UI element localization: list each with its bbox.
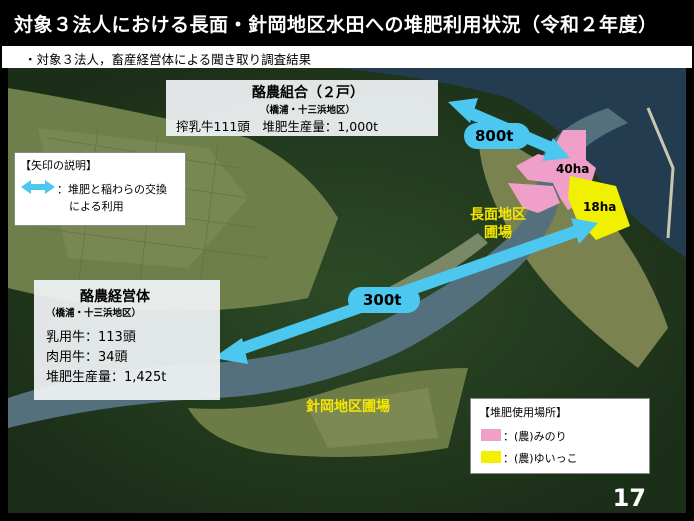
page-subtitle: ・対象３法人，畜産経営体による聞き取り調査結果 [24,52,312,67]
farm-compost: 堆肥生産量：1,425t [46,370,167,385]
cooperative-name: 酪農組合（２戸） [252,85,364,101]
yuikko-area-label: 18ha [583,200,617,214]
title-bar: 対象３法人における長面・針岡地区水田への堆肥利用状況（令和２年度） [2,2,692,46]
farm-beef-cattle: 肉用牛：34頭 [46,350,128,365]
use-legend-title: 【堆肥使用場所】 [479,406,567,419]
arrow-legend-title: 【矢印の説明】 [20,159,97,172]
flow-label-800t: 800t [475,127,514,145]
nagatsura-label: 長面地区 [470,207,526,223]
arrow-legend: 【矢印の説明】 ：堆肥と稲わらの交換 による利用 [14,152,186,226]
yuikko-swatch [481,451,501,463]
compost-use-legend: 【堆肥使用場所】 ：(農)みのり ：(農)ゆいっこ [470,398,650,474]
farm-dairy-cattle: 乳用牛：113頭 [46,330,136,345]
farm-name: 酪農経営体 [80,289,150,305]
minori-swatch [481,429,501,441]
page-title: 対象３法人における長面・針岡地区水田への堆肥利用状況（令和２年度） [14,14,658,36]
cooperative-detail: 搾乳牛111頭 堆肥生産量：1,000t [176,119,379,134]
farm-area: （橋浦・十三浜地区） [46,308,142,319]
use-legend-minori: ：(農)みのり [503,430,567,443]
flow-label-300t: 300t [363,291,402,309]
cooperative-area: （橋浦・十三浜地区） [260,105,356,116]
page-number: 17 [612,484,646,512]
arrow-legend-line1: ：堆肥と稲わらの交換 [57,183,167,196]
use-legend-yuikko: ：(農)ゆいっこ [503,452,578,465]
double-arrow-icon [21,180,55,194]
arrow-legend-line2: による利用 [69,200,124,213]
minori-area-label: 40ha [556,162,590,176]
cooperative-info-box: 酪農組合（２戸） （橋浦・十三浜地区） 搾乳牛111頭 堆肥生産量：1,000t [166,80,438,136]
farm-info-box: 酪農経営体 （橋浦・十三浜地区） 乳用牛：113頭 肉用牛：34頭 堆肥生産量：… [34,280,220,400]
aerial-map: 800t 300t 40ha 18ha 長面地区 圃場 針岡地区圃場 酪農組合（… [8,68,686,513]
subtitle-bar: ・対象３法人，畜産経営体による聞き取り調査結果 [2,46,692,68]
nagatsura-fields-label: 圃場 [484,225,512,241]
harioka-label: 針岡地区圃場 [306,399,390,415]
